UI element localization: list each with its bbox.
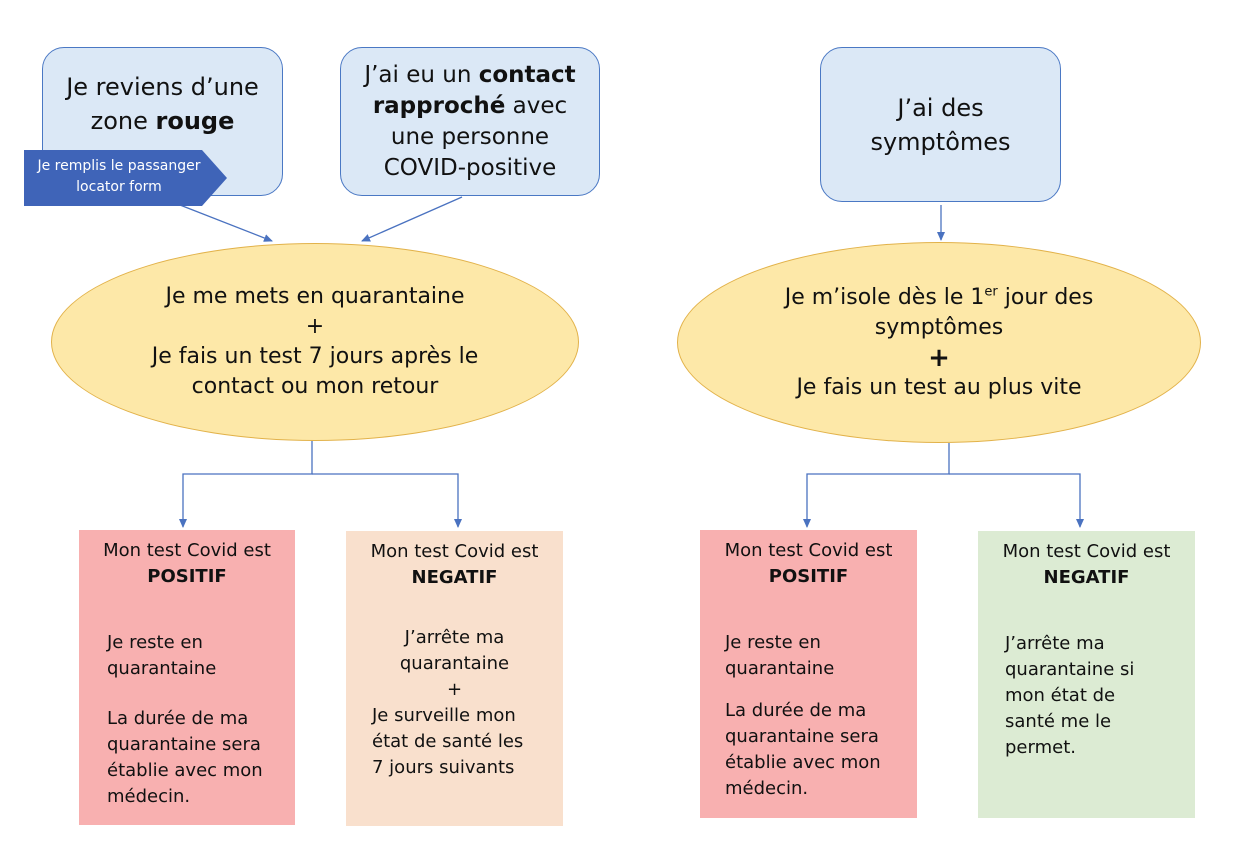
arrow-redzone-to-action xyxy=(179,204,273,242)
symptoms-line2: symptômes xyxy=(870,127,1011,156)
close-contact-box: J’ai eu un contact rapproché avec une pe… xyxy=(340,47,600,196)
branch-right xyxy=(803,443,950,528)
left-pos-b1-1: quarantaine xyxy=(107,658,217,679)
contact-line3: une personne xyxy=(390,123,550,150)
right-pos-status: POSITIF xyxy=(768,566,849,587)
tag-line2: locator form xyxy=(76,179,162,195)
left-positive-card: Mon test Covid est POSITIF Je reste en q… xyxy=(79,530,295,825)
right-pos-b2-0: La durée de ma xyxy=(725,700,867,721)
action-right-line3: Je fais un test au plus vite xyxy=(796,374,1082,400)
left-negative-card: Mon test Covid est NEGATIF J’arrête ma q… xyxy=(346,531,563,826)
right-pos-b2-2: établie avec mon xyxy=(725,752,881,773)
red-zone-line2-text: zone xyxy=(90,107,156,135)
branch-left xyxy=(179,441,313,528)
left-neg-status: NEGATIF xyxy=(411,567,498,588)
right-neg-b1-4: permet. xyxy=(1005,737,1076,758)
contact-line1: J’ai eu un xyxy=(364,61,479,88)
action-right-line1: Je m’isole dès le 1 xyxy=(784,284,985,310)
action-right-line1-post: jour des xyxy=(997,284,1094,310)
right-neg-title: Mon test Covid est xyxy=(1002,541,1171,562)
right-pos-b1-0: Je reste en xyxy=(725,632,821,653)
right-neg-b1-3: santé me le xyxy=(1005,711,1112,732)
arrow-contact-to-action xyxy=(361,196,463,242)
left-pos-b1-0: Je reste en xyxy=(107,632,203,653)
symptoms-box: J’ai des symptômes xyxy=(820,47,1061,202)
left-neg-b2-1: état de santé les xyxy=(372,731,524,752)
left-pos-b2-1: quarantaine sera xyxy=(107,734,261,755)
right-pos-title: Mon test Covid est xyxy=(724,540,893,561)
contact-bold2: rapproché xyxy=(372,92,506,119)
action-left-line2: Je fais un test 7 jours après le xyxy=(151,344,479,369)
left-pos-b2-2: établie avec mon xyxy=(107,760,263,781)
red-zone-bold: rouge xyxy=(155,107,235,135)
contact-line4: COVID-positive xyxy=(383,154,557,181)
right-neg-status: NEGATIF xyxy=(1043,567,1130,588)
right-positive-card: Mon test Covid est POSITIF Je reste en q… xyxy=(700,530,917,818)
right-pos-b1-1: quarantaine xyxy=(725,658,835,679)
action-left-line3: contact ou mon retour xyxy=(191,374,439,399)
left-neg-b1-1: quarantaine xyxy=(399,653,510,674)
passenger-locator-tag: Je remplis le passanger locator form xyxy=(24,150,227,206)
symptoms-line1: J’ai des xyxy=(897,93,984,122)
tag-line1: Je remplis le passanger xyxy=(37,158,201,174)
right-pos-b2-1: quarantaine sera xyxy=(725,726,879,747)
left-pos-b2-3: médecin. xyxy=(107,786,191,807)
left-neg-b2-2: 7 jours suivants xyxy=(372,757,515,778)
action-left-plus: + xyxy=(305,314,325,339)
left-pos-title: Mon test Covid est xyxy=(103,540,271,561)
left-pos-status: POSITIF xyxy=(147,566,227,587)
action-right-plus: + xyxy=(928,342,950,373)
quarantine-action-ellipse: Je me mets en quarantaine + Je fais un t… xyxy=(51,243,579,441)
right-negative-card: Mon test Covid est NEGATIF J’arrête ma q… xyxy=(978,531,1195,818)
left-neg-plus: + xyxy=(446,679,463,700)
branch-right-neg xyxy=(949,473,1084,528)
action-left-line1: Je me mets en quarantaine xyxy=(165,284,465,309)
right-neg-b1-2: mon état de xyxy=(1005,685,1116,706)
action-right-sup: er xyxy=(984,284,998,300)
contact-bold1: contact xyxy=(478,61,576,88)
left-neg-b2-0: Je surveille mon xyxy=(372,705,516,726)
tag-shape xyxy=(24,150,227,206)
left-pos-b2-0: La durée de ma xyxy=(107,708,249,729)
red-zone-line1: Je reviens d’une xyxy=(66,73,259,101)
right-pos-b2-3: médecin. xyxy=(725,778,809,799)
isolation-action-ellipse: Je m’isole dès le 1er jour des symptômes… xyxy=(677,242,1201,443)
contact-line2: avec xyxy=(505,92,568,119)
right-neg-b1-0: J’arrête ma xyxy=(1005,633,1105,654)
branch-left-neg xyxy=(312,473,462,528)
right-neg-b1-1: quarantaine si xyxy=(1005,659,1135,680)
action-right-line2: symptômes xyxy=(874,314,1004,340)
left-neg-b1-0: J’arrête ma xyxy=(404,627,505,648)
left-neg-title: Mon test Covid est xyxy=(370,541,539,562)
